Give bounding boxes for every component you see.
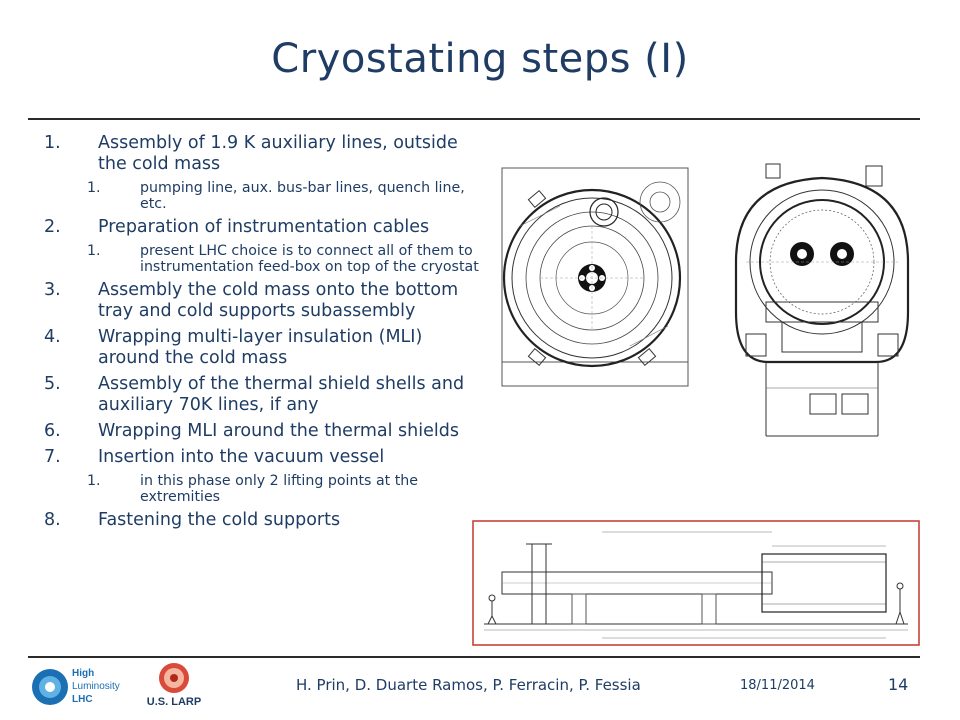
item-text: Assembly of the thermal shield shells an… <box>98 374 465 415</box>
list-item: 4. Wrapping multi-layer insulation (MLI) … <box>44 327 480 369</box>
sub-item-number: 1. <box>87 180 101 196</box>
list-item: 7. Insertion into the vacuum vessel <box>44 447 480 468</box>
item-number: 2. <box>44 217 61 237</box>
hl-lhc-logo: High Luminosity LHC <box>30 664 140 710</box>
logo-hl-line1: High <box>72 668 95 679</box>
logo-hl-line3: LHC <box>72 694 93 705</box>
logo-larp-text: U.S. LARP <box>146 696 202 708</box>
list-item: 2. Preparation of instrumentation cables <box>44 217 480 238</box>
logo-hl-line2: Luminosity <box>72 681 120 692</box>
cryostat-cross-section-drawing <box>501 167 689 387</box>
item-number: 8. <box>44 510 61 530</box>
item-number: 4. <box>44 327 61 347</box>
item-text: Assembly of 1.9 K auxiliary lines, outsi… <box>98 133 458 174</box>
footer-date: 18/11/2014 <box>740 678 815 693</box>
us-larp-logo: U.S. LARP <box>144 660 204 712</box>
vacuum-vessel-insertion-drawing <box>472 520 920 646</box>
us-larp-icon <box>159 663 189 693</box>
sub-list-item: 1. present LHC choice is to connect all o… <box>44 243 480 275</box>
sub-item-number: 1. <box>87 473 101 489</box>
cryostat-assembly-cross-section-drawing <box>734 163 910 437</box>
slide-title: Cryostating steps (I) <box>271 36 689 82</box>
sub-item-text: present LHC choice is to connect all of … <box>140 243 479 275</box>
sub-list-item: 1. pumping line, aux. bus-bar lines, quen… <box>44 180 480 212</box>
title-divider <box>28 118 920 120</box>
hl-lhc-icon <box>32 669 68 705</box>
item-number: 3. <box>44 280 61 300</box>
footer-authors: H. Prin, D. Duarte Ramos, P. Ferracin, P… <box>296 676 641 694</box>
page-number: 14 <box>888 675 909 694</box>
sub-list-item: 1. in this phase only 2 lifting points at… <box>44 473 480 505</box>
sub-item-number: 1. <box>87 243 101 259</box>
item-text: Wrapping multi-layer insulation (MLI) ar… <box>98 327 423 368</box>
item-text: Assembly the cold mass onto the bottom t… <box>98 280 459 321</box>
item-text: Fastening the cold supports <box>98 510 341 530</box>
step-list: 1. Assembly of 1.9 K auxiliary lines, out… <box>44 128 480 531</box>
item-text: Wrapping MLI around the thermal shields <box>98 421 459 441</box>
item-text: Preparation of instrumentation cables <box>98 217 430 237</box>
sub-item-text: pumping line, aux. bus-bar lines, quench… <box>140 180 465 212</box>
item-number: 7. <box>44 447 61 467</box>
item-number: 1. <box>44 133 61 153</box>
item-text: Insertion into the vacuum vessel <box>98 447 385 467</box>
item-number: 5. <box>44 374 61 394</box>
list-item: 1. Assembly of 1.9 K auxiliary lines, out… <box>44 133 480 175</box>
item-number: 6. <box>44 421 61 441</box>
footer-divider <box>28 656 920 658</box>
list-item: 5. Assembly of the thermal shield shells … <box>44 374 480 416</box>
list-item: 8. Fastening the cold supports <box>44 510 480 531</box>
list-item: 6. Wrapping MLI around the thermal shield… <box>44 421 480 442</box>
list-item: 3. Assembly the cold mass onto the bottom… <box>44 280 480 322</box>
sub-item-text: in this phase only 2 lifting points at t… <box>140 473 418 505</box>
